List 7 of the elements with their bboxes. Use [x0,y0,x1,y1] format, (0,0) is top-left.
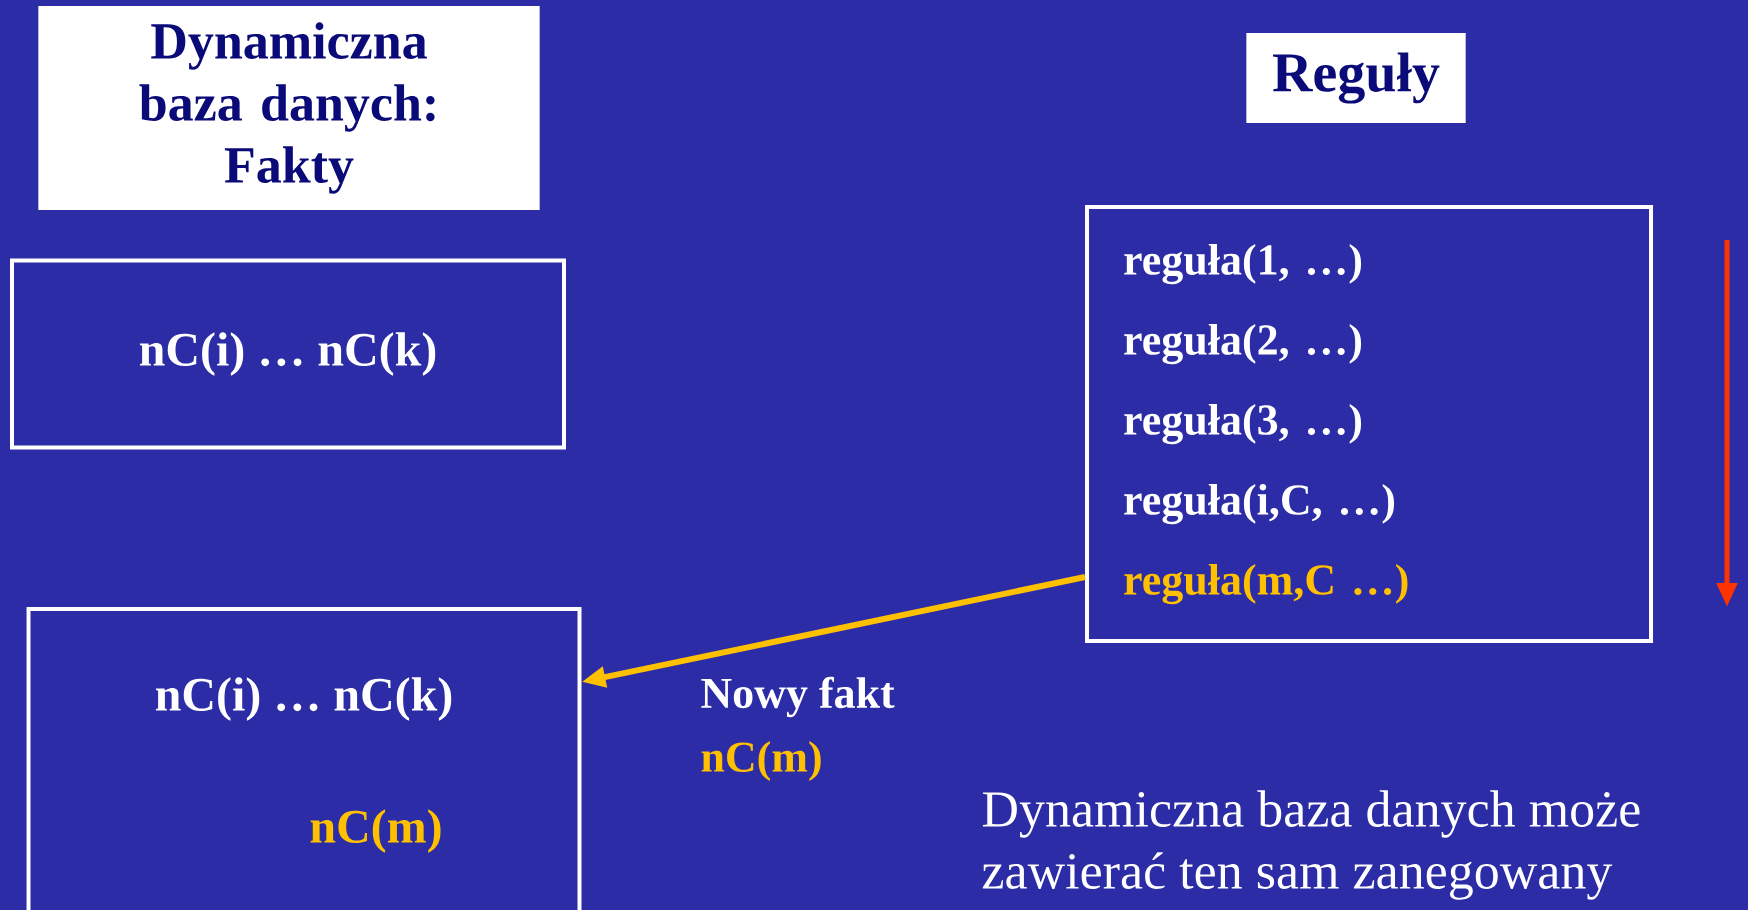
note-text: Dynamiczna baza danych może zawierać ten sam zanegowany [982,790,1640,900]
heading-box: Reguły [1246,33,1466,123]
heading-box: Dynamiczna baza danych: Fakty [38,6,540,210]
fact-box: nC(i) … nC(k) [10,258,566,450]
caption-text: nC(m) [701,741,821,781]
fact-box: nC(i) … nC(k) nC(m) [26,607,582,910]
caption-text: Nowy fakt [701,676,895,718]
